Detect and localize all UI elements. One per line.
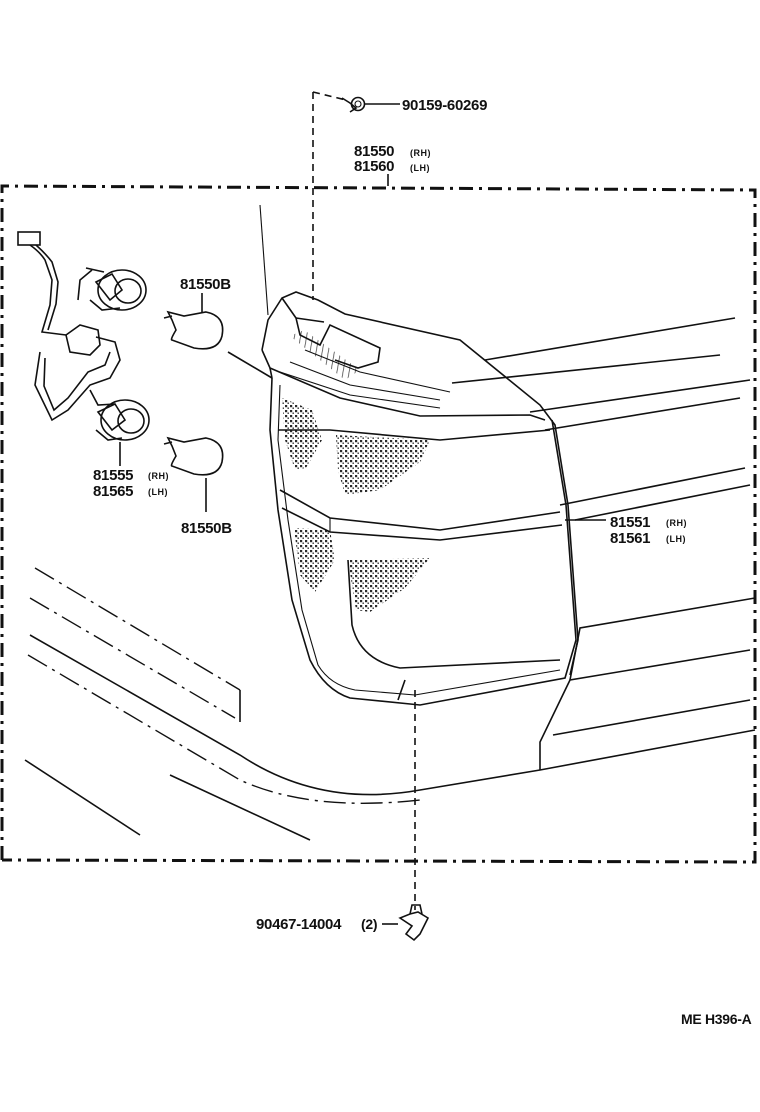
label-lens-body-lh: 81560 <box>354 158 394 175</box>
label-socket-rh: 81555 <box>93 467 133 484</box>
leader-lines <box>119 91 606 925</box>
bolt-fastener <box>341 96 366 113</box>
tail-lamp-body <box>261 291 579 706</box>
label-lens-rh-side: (RH) <box>666 518 687 528</box>
bulb-lower <box>163 436 224 476</box>
label-socket-rh-side: (RH) <box>148 471 169 481</box>
label-bulb-upper: 81550B <box>180 276 231 293</box>
label-socket-lh: 81565 <box>93 483 133 500</box>
socket-wiring-assembly <box>17 231 150 441</box>
label-socket-lh-side: (LH) <box>148 487 168 497</box>
vehicle-body-outline <box>24 204 756 841</box>
label-clip-qty: (2) <box>361 916 377 932</box>
diagram-code: ME H396-A <box>681 1011 752 1027</box>
frame-border <box>0 184 757 864</box>
label-lens-rh: 81551 <box>610 514 650 531</box>
clip-fastener <box>398 904 430 942</box>
label-clip: 90467-14004 <box>256 916 342 933</box>
bulb-upper <box>163 310 224 350</box>
label-lens-body-rh: 81550 <box>354 143 394 160</box>
label-lens-body-lh-side: (LH) <box>410 163 430 173</box>
label-lens-lh: 81561 <box>610 530 650 547</box>
label-bolt: 90159-60269 <box>402 97 487 114</box>
label-bulb-lower: 81550B <box>181 520 232 537</box>
label-lens-lh-side: (LH) <box>666 534 686 544</box>
part-labels: 90159-60269 81550 (RH) 81560 (LH) 81550B… <box>93 97 752 1027</box>
label-lens-body-rh-side: (RH) <box>410 148 431 158</box>
